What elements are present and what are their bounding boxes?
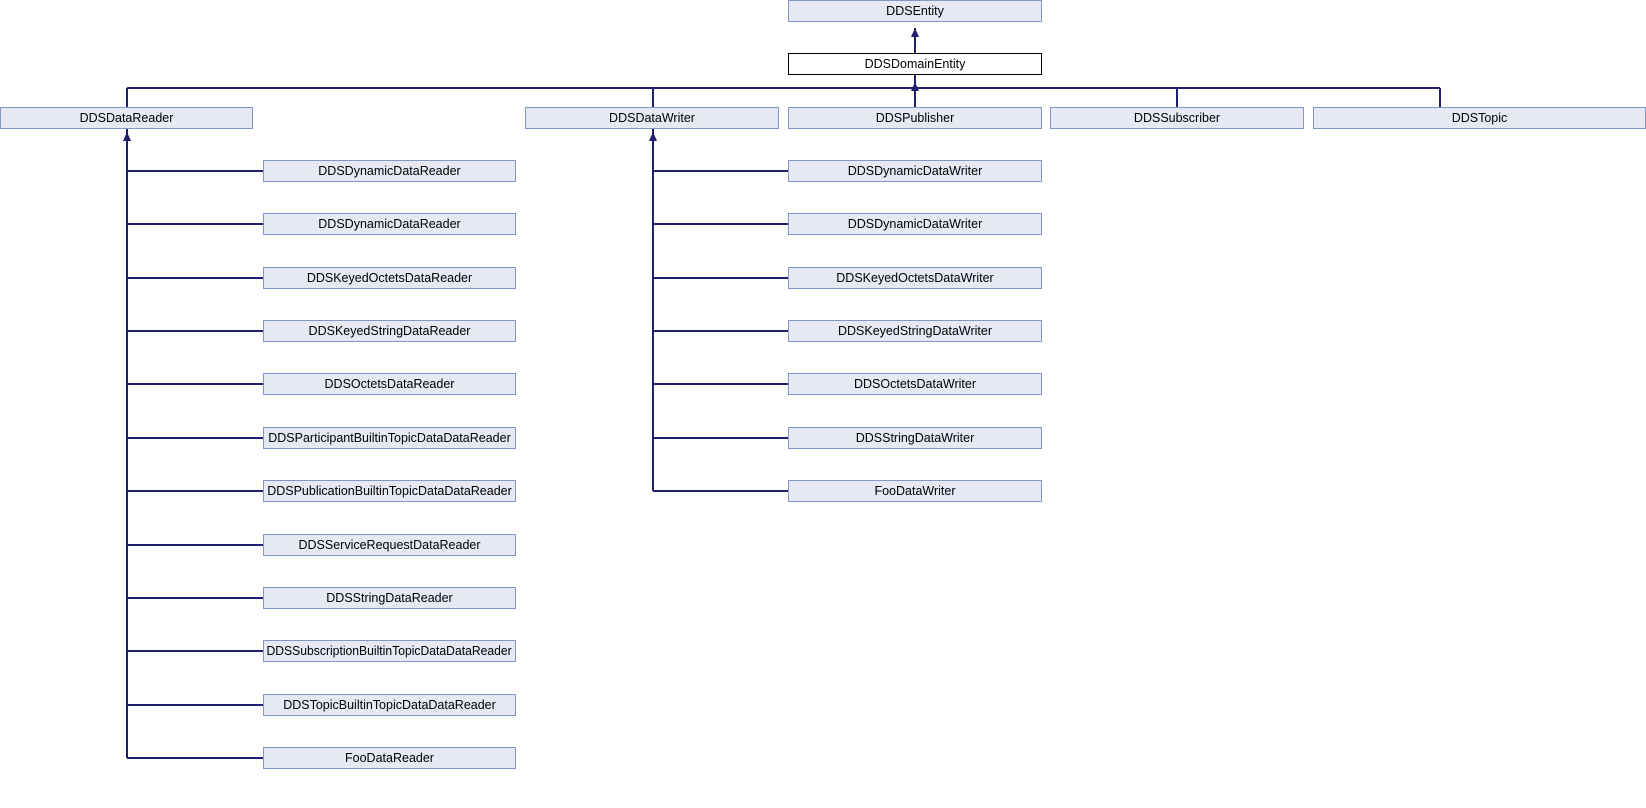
- node-label: DDSSubscriptionBuiltinTopicDataDataReade…: [266, 643, 513, 658]
- node-foodatawriter[interactable]: FooDataWriter: [788, 480, 1042, 502]
- node-label: DDSTopic: [1451, 110, 1508, 125]
- node-label: DDSKeyedOctetsDataReader: [306, 270, 473, 285]
- node-ddssubscriber[interactable]: DDSSubscriber: [1050, 107, 1304, 129]
- node-ddsdynamicdatareader-2[interactable]: DDSDynamicDataReader: [263, 213, 516, 235]
- node-label: DDSDynamicDataReader: [318, 216, 461, 231]
- node-label: DDSStringDataWriter: [855, 430, 975, 445]
- node-ddskeyedstringdatareader[interactable]: DDSKeyedStringDataReader: [263, 320, 516, 342]
- node-label: DDSDomainEntity: [864, 56, 966, 71]
- node-label: DDSSubscriber: [1133, 110, 1221, 125]
- node-ddskeyedoctetsdatawriter[interactable]: DDSKeyedOctetsDataWriter: [788, 267, 1042, 289]
- node-label: FooDataWriter: [874, 483, 956, 498]
- arrowhead-entity: [911, 28, 919, 37]
- node-label: DDSParticipantBuiltinTopicDataDataReader: [268, 430, 511, 445]
- node-label: DDSDataWriter: [609, 110, 695, 125]
- node-label: DDSDynamicDataReader: [318, 163, 461, 178]
- node-label: DDSPublicationBuiltinTopicDataDataReader: [267, 483, 512, 498]
- node-label: DDSOctetsDataWriter: [853, 376, 976, 391]
- node-label: FooDataReader: [345, 750, 434, 765]
- node-ddssubscriptionbuiltintopicdatadatareader[interactable]: DDSSubscriptionBuiltinTopicDataDataReade…: [263, 640, 516, 662]
- node-label: DDSStringDataReader: [326, 590, 453, 605]
- node-ddsdynamicdatareader-1[interactable]: DDSDynamicDataReader: [263, 160, 516, 182]
- node-ddsstringdatawriter[interactable]: DDSStringDataWriter: [788, 427, 1042, 449]
- node-ddstopic[interactable]: DDSTopic: [1313, 107, 1646, 129]
- node-ddsentity[interactable]: DDSEntity: [788, 0, 1042, 22]
- node-label: DDSKeyedStringDataWriter: [838, 323, 992, 338]
- node-ddsdatawriter[interactable]: DDSDataWriter: [525, 107, 779, 129]
- node-ddsdatareader[interactable]: DDSDataReader: [0, 107, 253, 129]
- node-foodatareader[interactable]: FooDataReader: [263, 747, 516, 769]
- node-label: DDSServiceRequestDataReader: [298, 537, 481, 552]
- node-label: DDSPublisher: [875, 110, 955, 125]
- node-label: DDSDynamicDataWriter: [847, 216, 983, 231]
- node-ddsoctetsdatareader[interactable]: DDSOctetsDataReader: [263, 373, 516, 395]
- node-ddsstringdatareader[interactable]: DDSStringDataReader: [263, 587, 516, 609]
- node-ddsdomainentity[interactable]: DDSDomainEntity: [788, 53, 1042, 75]
- node-ddsdynamicdatawriter-2[interactable]: DDSDynamicDataWriter: [788, 213, 1042, 235]
- node-label: DDSEntity: [886, 3, 944, 18]
- arrowhead-domainentity: [911, 82, 919, 91]
- node-label: DDSOctetsDataReader: [324, 376, 455, 391]
- arrowhead-datawriter: [649, 132, 657, 141]
- node-label: DDSTopicBuiltinTopicDataDataReader: [283, 697, 496, 712]
- node-ddspublisher[interactable]: DDSPublisher: [788, 107, 1042, 129]
- node-label: DDSDynamicDataWriter: [847, 163, 983, 178]
- node-ddsoctetsdatawriter[interactable]: DDSOctetsDataWriter: [788, 373, 1042, 395]
- node-ddskeyedstringdatawriter[interactable]: DDSKeyedStringDataWriter: [788, 320, 1042, 342]
- node-ddsdynamicdatawriter-1[interactable]: DDSDynamicDataWriter: [788, 160, 1042, 182]
- node-label: DDSDataReader: [79, 110, 174, 125]
- node-label: DDSKeyedStringDataReader: [308, 323, 471, 338]
- node-ddskeyedoctetsdatareader[interactable]: DDSKeyedOctetsDataReader: [263, 267, 516, 289]
- arrowhead-datareader: [123, 132, 131, 141]
- node-ddspublicationbuiltintopicdatadatareader[interactable]: DDSPublicationBuiltinTopicDataDataReader: [263, 480, 516, 502]
- node-label: DDSKeyedOctetsDataWriter: [836, 270, 994, 285]
- node-ddsparticipantbuiltintopicdatadatareader[interactable]: DDSParticipantBuiltinTopicDataDataReader: [263, 427, 516, 449]
- node-ddstopicbuiltintopicdatadatareader[interactable]: DDSTopicBuiltinTopicDataDataReader: [263, 694, 516, 716]
- node-ddsservicerequestdatareader[interactable]: DDSServiceRequestDataReader: [263, 534, 516, 556]
